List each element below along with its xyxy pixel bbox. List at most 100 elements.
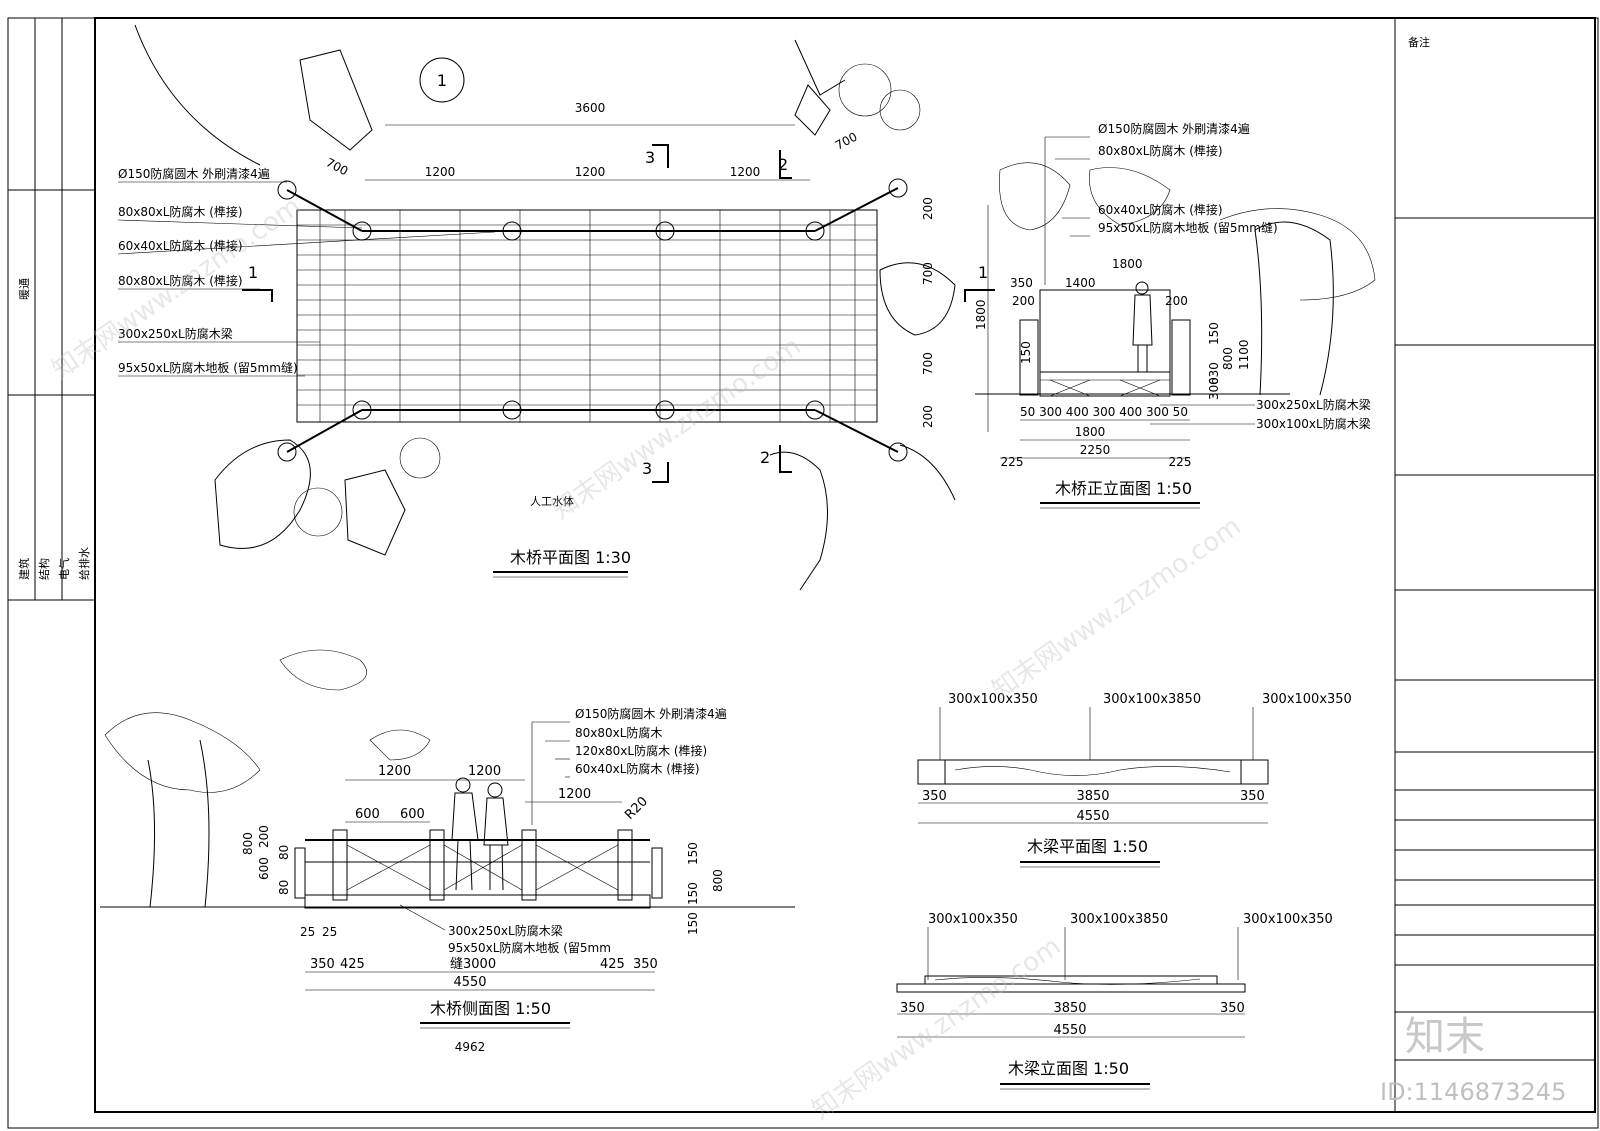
left-strip: 暖通 建筑 结构 电气 给排水 xyxy=(7,18,96,601)
front-side-dim-5: 1100 xyxy=(1237,339,1251,370)
strip-label-plumb: 给排水 xyxy=(77,547,91,580)
plan-callout-6: 95x50xL防腐木地板 (留5mm缝) xyxy=(118,360,298,375)
front-callout-2: 80x80xL防腐木 (榫接) xyxy=(1098,143,1223,158)
beam-plan-dim-3: 350 xyxy=(1240,789,1265,804)
beam-elevation-view: 300x100x350 300x100x3850 300x100x350 350… xyxy=(896,912,1333,1090)
plan-dim-r4: 200 xyxy=(921,405,935,428)
side-radius: R20 xyxy=(622,794,651,823)
plan-span-2: 1200 xyxy=(575,165,606,179)
side-total: 4550 xyxy=(453,975,486,990)
plan-view: 1 3600 1200 1200 1200 700 700 xyxy=(117,24,995,591)
person-figure xyxy=(1132,294,1153,372)
plan-overall-dim: 3600 xyxy=(575,101,606,115)
front-dim-top-1: 1800 xyxy=(1112,257,1143,271)
side-callouts: Ø150防腐圆木 外刷清漆4遍 80x80xL防腐木 120x80xL防腐木 (… xyxy=(531,706,727,825)
beam-elev-title: 木梁立面图 1:50 xyxy=(1008,1059,1129,1078)
front-elevation: Ø150防腐圆木 外刷清漆4遍 80x80xL防腐木 (榫接) 60x40xL防… xyxy=(975,121,1376,509)
side-right-dim-4: 150 xyxy=(686,912,700,935)
plan-dim-r3: 700 xyxy=(921,352,935,375)
front-dim-top-5: 200 xyxy=(1165,294,1188,308)
title-block: 备注 xyxy=(1394,18,1595,1112)
beam-plan-label-3: 300x100x350 xyxy=(1262,692,1352,707)
plan-posts xyxy=(277,178,908,462)
front-side-dim-2: 630 xyxy=(1207,362,1221,385)
plan-dim-r2: 700 xyxy=(921,262,935,285)
plan-dim-r1: 200 xyxy=(921,197,935,220)
plan-callout-3: 60x40xL防腐木 (榫接) xyxy=(118,238,243,253)
plan-deck-boards xyxy=(297,210,877,422)
side-dim-top-4: 600 xyxy=(400,807,425,822)
plan-callout-1: Ø150防腐圆木 外刷清漆4遍 xyxy=(118,166,270,181)
watermark-text-3: 知末网www.znzmo.com xyxy=(987,511,1247,705)
beam-elev-top xyxy=(924,975,1218,985)
beam-elev-base xyxy=(896,983,1246,993)
front-width-1: 1800 xyxy=(1075,425,1106,439)
notes-label: 备注 xyxy=(1408,35,1430,49)
front-callout-3: 60x40xL防腐木 (榫接) xyxy=(1098,202,1223,217)
side-right-dim-3: 150 xyxy=(686,882,700,905)
side-right-dim-2: 800 xyxy=(711,869,725,892)
side-beam-1: 300x250xL防腐木梁 xyxy=(448,923,563,938)
section-mark-3-top: 3 xyxy=(645,148,655,167)
side-dim-b2: 25 xyxy=(322,925,337,939)
beam-elev-label-1: 300x100x350 xyxy=(928,912,1018,927)
front-callout-4: 95x50xL防腐木地板 (留5mm缝) xyxy=(1098,220,1278,235)
side-left-dim-5: 80 xyxy=(277,880,291,895)
plan-callout-4: 80x80xL防腐木 (榫接) xyxy=(118,273,243,288)
beam-plan-label-1: 300x100x350 xyxy=(948,692,1038,707)
front-dim-top-4: 200 xyxy=(1012,294,1035,308)
side-dim-b4: 425 xyxy=(340,957,365,972)
strip-label-elec: 电气 xyxy=(57,558,71,580)
front-post-left xyxy=(1019,319,1039,396)
section-mark-1-right: 1 xyxy=(978,263,988,282)
front-width-2: 2250 xyxy=(1080,443,1111,457)
watermark-id: ID:1146873245 xyxy=(1380,1078,1566,1106)
front-beam-2: 300x100xL防腐木梁 xyxy=(1256,416,1371,431)
plan-callout-2: 80x80xL防腐木 (榫接) xyxy=(118,204,243,219)
section-mark-1-left: 1 xyxy=(248,263,258,282)
beam-plan-shape xyxy=(917,759,1269,785)
front-dim-top-3: 350 xyxy=(1010,276,1033,290)
side-dim-top-2: 1200 xyxy=(468,764,501,779)
side-dim-b6: 425 xyxy=(600,957,625,972)
plan-diag-dim-left: 700 xyxy=(324,155,351,178)
front-post-right xyxy=(1171,319,1191,396)
side-left-dim-2: 200 xyxy=(257,825,271,848)
side-callout-3: 120x80xL防腐木 (榫接) xyxy=(575,743,707,758)
plan-callouts: Ø150防腐圆木 外刷清漆4遍 80x80xL防腐木 (榫接) 60x40xL防… xyxy=(117,166,496,377)
beam-plan-dim-2: 3850 xyxy=(1076,789,1109,804)
side-dim-top-1: 1200 xyxy=(378,764,411,779)
front-callout-1: Ø150防腐圆木 外刷清漆4遍 xyxy=(1098,121,1250,136)
front-beam-1: 300x250xL防腐木梁 xyxy=(1256,397,1371,412)
side-dim-top-5: 1200 xyxy=(558,787,591,802)
front-edge-2: 225 xyxy=(1169,455,1192,469)
inner-frame xyxy=(94,17,1596,1113)
watermark-text-2: 知末网www.znzmo.com xyxy=(547,331,807,525)
front-side-dim-4: 300 xyxy=(1207,377,1221,400)
side-left-dim-1: 800 xyxy=(241,832,255,855)
beam-elev-dim-2: 3850 xyxy=(1053,1001,1086,1016)
beam-plan-title: 木梁平面图 1:50 xyxy=(1027,837,1148,856)
side-elevation: Ø150防腐圆木 外刷清漆4遍 80x80xL防腐木 120x80xL防腐木 (… xyxy=(100,649,795,1054)
side-bridge xyxy=(294,829,663,909)
outer-frame xyxy=(7,17,1599,1129)
side-people xyxy=(451,777,509,891)
watermark: 知末网www.znzmo.com 知末网www.znzmo.com 知末网www… xyxy=(47,191,1567,1125)
strip-label-hvac: 暖通 xyxy=(18,278,31,300)
side-left-dim-4: 80 xyxy=(277,845,291,860)
side-callout-2: 80x80xL防腐木 xyxy=(575,725,662,740)
detail-marker-circle xyxy=(419,57,465,103)
watermark-text-1: 知末网www.znzmo.com xyxy=(47,191,307,385)
beam-elev-label-2: 300x100x3850 xyxy=(1070,912,1168,927)
side-dim-b3: 350 xyxy=(310,957,335,972)
side-under-title: 4962 xyxy=(455,1040,486,1054)
front-side-dim-1: 150 xyxy=(1019,341,1033,364)
strip-label-arch: 建筑 xyxy=(17,558,31,580)
beam-plan-total: 4550 xyxy=(1076,809,1109,824)
front-dim-bottom-row: 50 300 400 300 400 300 50 xyxy=(1020,405,1188,419)
beam-elev-total: 4550 xyxy=(1053,1023,1086,1038)
plan-span-1: 1200 xyxy=(425,165,456,179)
side-beam-2: 95x50xL防腐木地板 (留5mm xyxy=(448,940,611,955)
beam-plan-view: 300x100x350 300x100x3850 300x100x350 350… xyxy=(917,692,1352,868)
section-mark-3-bottom: 3 xyxy=(642,459,652,478)
